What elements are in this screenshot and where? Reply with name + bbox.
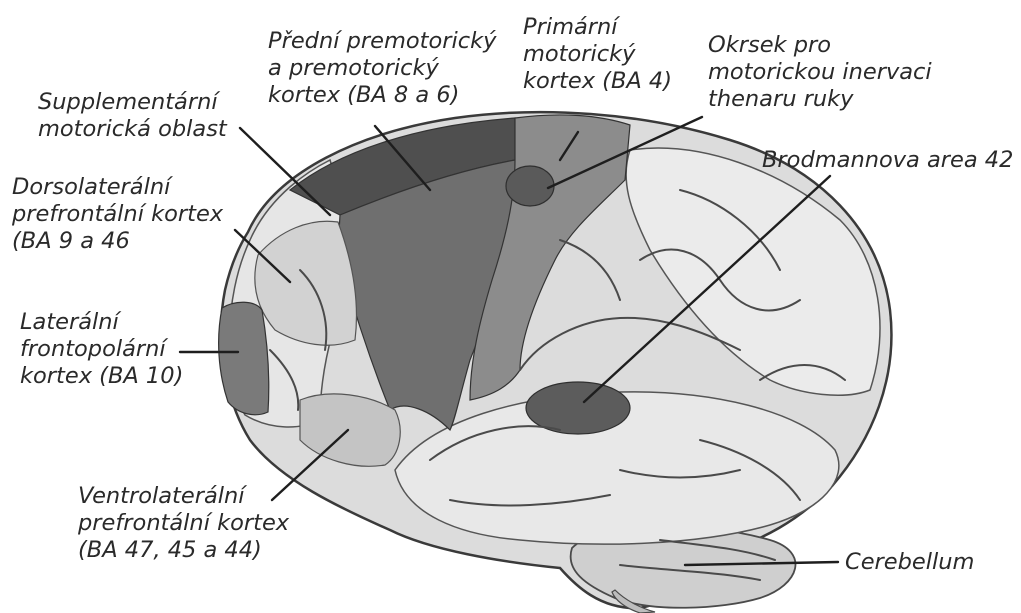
label-line: kortex (BA 8 a 6) xyxy=(268,82,496,109)
label-line: (BA 9 a 46 xyxy=(12,228,223,255)
label-line: Cerebellum xyxy=(845,549,974,576)
label-line: Primární xyxy=(523,14,672,41)
label-ventrolateral-prefrontal: Ventrolaterálníprefrontální kortex(BA 47… xyxy=(78,483,289,564)
label-line: thenaru ruky xyxy=(708,86,932,113)
label-line: kortex (BA 4) xyxy=(523,68,672,95)
label-lateral-frontopolar: Laterálnífrontopolárníkortex (BA 10) xyxy=(20,309,183,390)
label-line: Dorsolaterální xyxy=(12,174,223,201)
label-line: Laterální xyxy=(20,309,183,336)
label-line: motorická oblast xyxy=(38,116,227,143)
label-line: a premotorický xyxy=(268,55,496,82)
label-supplementary-motor: Supplementárnímotorická oblast xyxy=(38,89,227,143)
label-line: (BA 47, 45 a 44) xyxy=(78,537,289,564)
label-line: Okrsek pro xyxy=(708,32,932,59)
label-line: Ventrolaterální xyxy=(78,483,289,510)
label-line: motorický xyxy=(523,41,672,68)
label-dorsolateral-prefrontal: Dorsolaterálníprefrontální kortex(BA 9 a… xyxy=(12,174,223,255)
label-line: kortex (BA 10) xyxy=(20,363,183,390)
label-line: Přední premotorický xyxy=(268,28,496,55)
label-line: prefrontální kortex xyxy=(78,510,289,537)
label-thenar: Okrsek promotorickou inervacithenaru ruk… xyxy=(708,32,932,113)
frontopolar-region xyxy=(219,302,269,415)
label-premotor: Přední premotorickýa premotorickýkortex … xyxy=(268,28,496,109)
label-cerebellum: Cerebellum xyxy=(845,549,974,576)
label-line: Supplementární xyxy=(38,89,227,116)
label-primary-motor: Primárnímotorickýkortex (BA 4) xyxy=(523,14,672,95)
thenar-region xyxy=(506,166,554,206)
label-line: Brodmannova area 42 xyxy=(762,147,1013,174)
label-line: prefrontální kortex xyxy=(12,201,223,228)
label-line: frontopolární xyxy=(20,336,183,363)
label-line: motorickou inervaci xyxy=(708,59,932,86)
label-brodmann-42: Brodmannova area 42 xyxy=(762,147,1013,174)
